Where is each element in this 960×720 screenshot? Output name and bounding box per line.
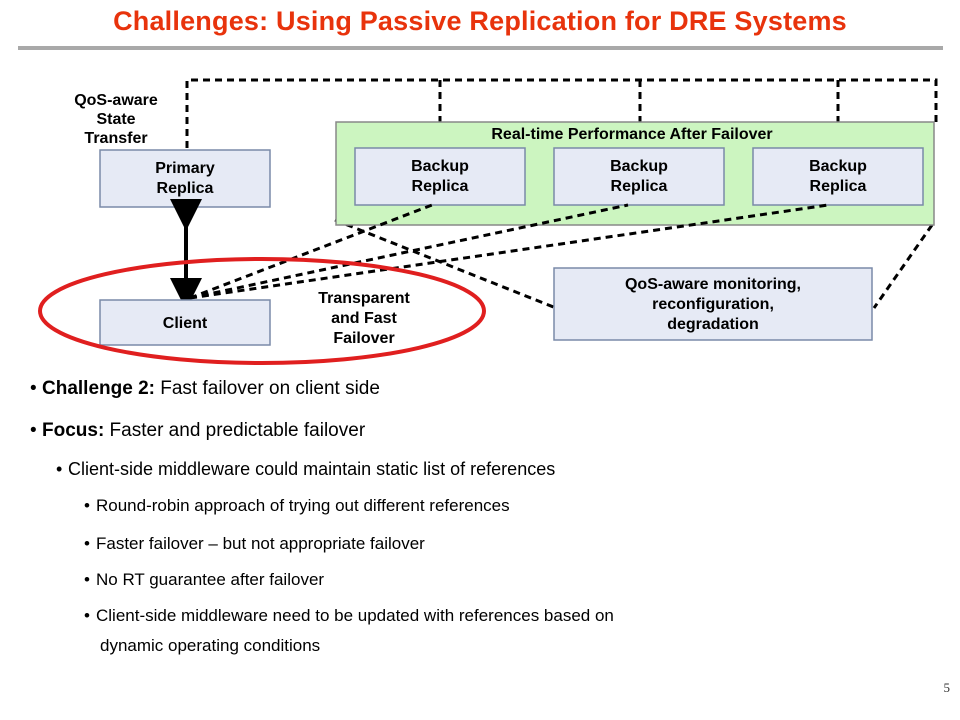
backup-replica-1-box xyxy=(354,147,526,206)
bullet-static-list: •Client-side middleware could maintain s… xyxy=(56,459,555,480)
page-number: 5 xyxy=(943,680,951,695)
monitoring-line1: QoS-aware monitoring, xyxy=(625,276,801,293)
state-transfer-line1: QoS-aware xyxy=(74,92,158,109)
no-rt-text: No RT guarantee after failover xyxy=(96,570,325,589)
link-client-backup-1 xyxy=(189,203,433,300)
bullet-dot: • xyxy=(84,570,90,589)
focus-text: Faster and predictable failover xyxy=(104,420,366,441)
bullet-dot: • xyxy=(56,459,63,479)
state-transfer-line3: Transfer xyxy=(84,130,147,147)
state-transfer-line2: State xyxy=(96,111,135,128)
slide-title: Challenges: Using Passive Replication fo… xyxy=(113,6,847,36)
backup-replica-1-line2: Replica xyxy=(412,178,469,195)
update-refs-line1: Client-side middleware need to be update… xyxy=(96,606,614,625)
monitoring-line3: degradation xyxy=(667,316,759,333)
faster-failover-text: Faster failover – but not appropriate fa… xyxy=(96,534,425,553)
bullet-dot: • xyxy=(84,496,90,515)
bullet-dot: • xyxy=(30,420,37,441)
focus-label: Focus: xyxy=(42,420,105,441)
monitoring-box xyxy=(553,267,873,341)
link-client-backup-2 xyxy=(189,203,629,300)
backup-replica-1-line1: Backup xyxy=(411,158,469,175)
bullet-dot: • xyxy=(84,534,90,553)
dashed-connectors xyxy=(185,78,938,310)
primary-replica-line2: Replica xyxy=(157,180,214,197)
client-label: Client xyxy=(163,315,208,332)
update-refs-line2: dynamic operating conditions xyxy=(100,636,321,655)
realtime-group-label: Real-time Performance After Failover xyxy=(491,126,772,143)
client-backup-links xyxy=(189,203,829,300)
backup-replica-3-box xyxy=(752,147,924,206)
failover-line2: and Fast xyxy=(331,310,397,327)
primary-replica-line1: Primary xyxy=(155,160,215,177)
client-box xyxy=(99,299,271,346)
failover-line3: Failover xyxy=(333,330,394,347)
bullet-no-rt: • No RT guarantee after failover xyxy=(84,570,324,590)
primary-replica-box xyxy=(99,149,271,208)
static-list-text: Client-side middleware could maintain st… xyxy=(68,459,556,479)
bullet-faster-failover: • Faster failover – but not appropriate f… xyxy=(84,534,425,554)
connector-monitor-right xyxy=(872,224,934,309)
backup-replica-3-line1: Backup xyxy=(809,158,867,175)
backup-replica-2-line2: Replica xyxy=(611,178,668,195)
backup-replica-2-box xyxy=(553,147,725,206)
connector-monitor-client xyxy=(334,218,557,310)
bullet-update-refs-cont: dynamic operating conditions xyxy=(100,636,320,656)
highlight-ellipse xyxy=(38,257,486,365)
monitoring-line2: reconfiguration, xyxy=(652,296,774,313)
bullet-dot: • xyxy=(84,606,90,625)
bullet-focus: •Focus: Faster and predictable failover xyxy=(30,420,365,442)
bullet-update-refs: • Client-side middleware need to be updat… xyxy=(84,606,614,626)
bullet-dot: • xyxy=(30,378,37,399)
backup-replica-3-line2: Replica xyxy=(810,178,867,195)
failover-line1: Transparent xyxy=(318,290,410,307)
challenge-text: Fast failover on client side xyxy=(154,378,380,399)
round-robin-text: Round-robin approach of trying out diffe… xyxy=(96,496,510,515)
backup-replica-2-line1: Backup xyxy=(610,158,668,175)
title-divider xyxy=(18,46,943,50)
challenge-label: Challenge 2: xyxy=(42,378,155,399)
bullet-challenge-2: •Challenge 2: Fast failover on client si… xyxy=(30,378,380,400)
bullet-round-robin: • Round-robin approach of trying out diff… xyxy=(84,496,510,516)
